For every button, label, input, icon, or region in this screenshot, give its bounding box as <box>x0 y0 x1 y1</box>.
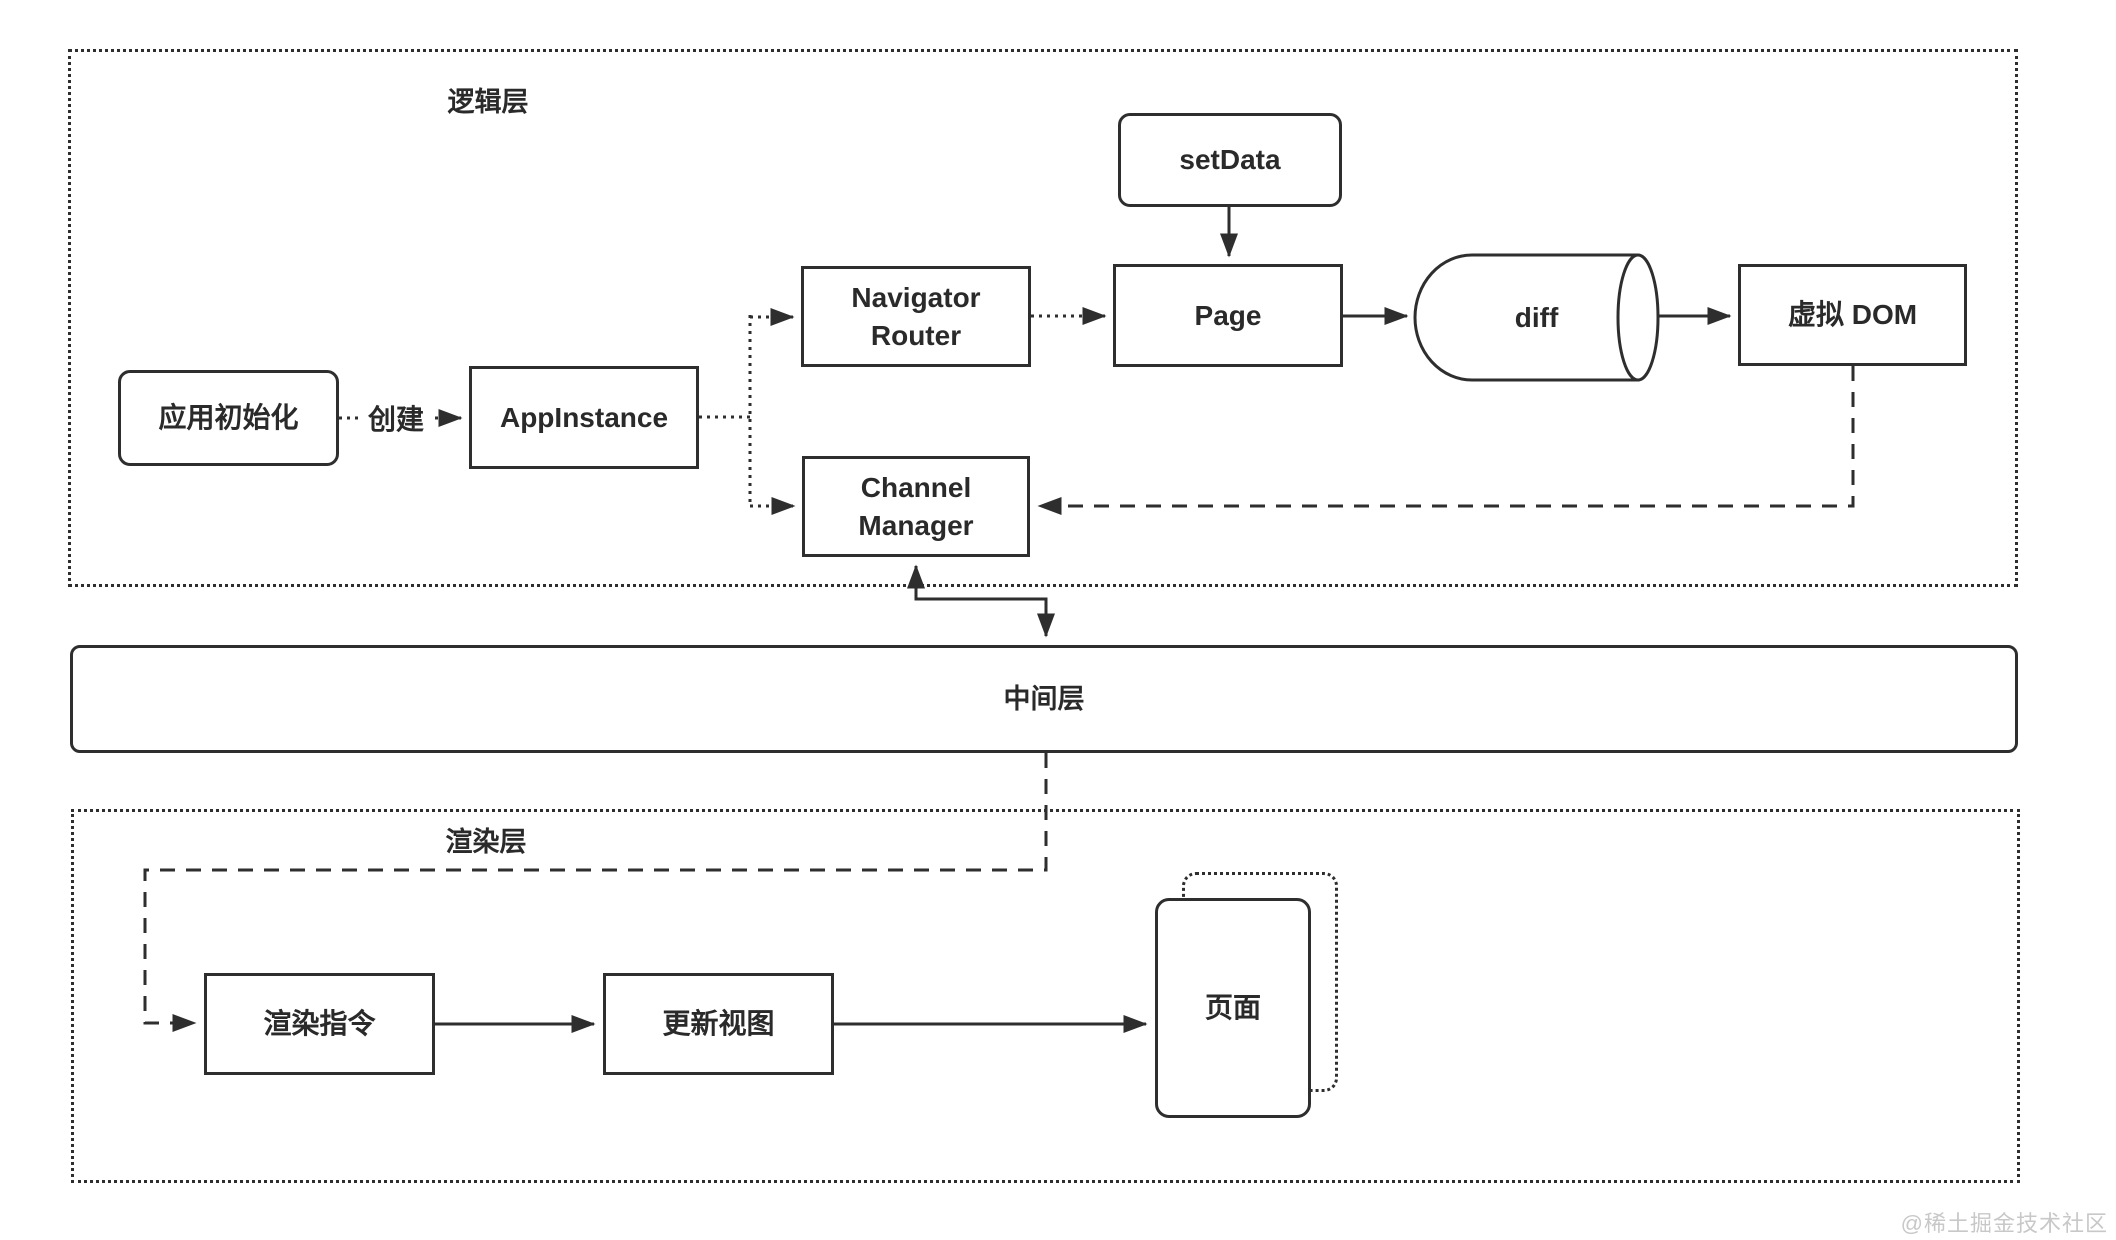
render-layer-frame <box>71 809 2020 1183</box>
node-app-instance: AppInstance <box>469 366 699 469</box>
node-setdata-label: setData <box>1179 144 1281 176</box>
node-channel-manager: Channel Manager <box>802 456 1030 557</box>
edge-create-label: 创建 <box>361 398 431 438</box>
node-page-label: Page <box>1194 299 1262 331</box>
node-update-view-label: 更新视图 <box>662 1008 775 1040</box>
node-app-init-label: 应用初始化 <box>158 402 299 434</box>
middle-layer-bar: 中间层 <box>70 645 2018 753</box>
node-page-view: 页面 <box>1155 898 1311 1118</box>
node-channel-manager-label: Channel Manager <box>858 471 974 541</box>
node-page-view-label: 页面 <box>1204 992 1261 1024</box>
node-app-init: 应用初始化 <box>118 370 339 466</box>
logic-layer-label: 逻辑层 <box>447 87 529 117</box>
node-update-view: 更新视图 <box>603 973 834 1075</box>
watermark: @稀土掘金技术社区 <box>1900 1211 2108 1236</box>
edge-middle-rendercmd <box>143 753 1048 1032</box>
node-render-command: 渲染指令 <box>204 973 435 1075</box>
node-navigator-router: Navigator Router <box>801 266 1031 367</box>
node-virtual-dom-label: 虚拟 DOM <box>1787 299 1918 331</box>
edge-appinstance-trunk <box>699 315 752 507</box>
render-layer-label: 渲染层 <box>445 827 527 857</box>
node-navigator-router-label: Navigator Router <box>851 281 981 351</box>
edge-channel-middle <box>907 564 1055 638</box>
node-app-instance-label: AppInstance <box>499 401 669 433</box>
middle-layer-label: 中间层 <box>1003 683 1085 714</box>
node-render-command-label: 渲染指令 <box>263 1008 376 1040</box>
diff-cylinder-shape <box>1413 253 1660 382</box>
node-page: Page <box>1113 264 1343 367</box>
logic-layer-frame <box>68 49 2018 587</box>
node-virtual-dom: 虚拟 DOM <box>1738 264 1967 366</box>
node-setdata: setData <box>1118 113 1342 207</box>
edge-vdom-channel <box>1037 366 1855 515</box>
